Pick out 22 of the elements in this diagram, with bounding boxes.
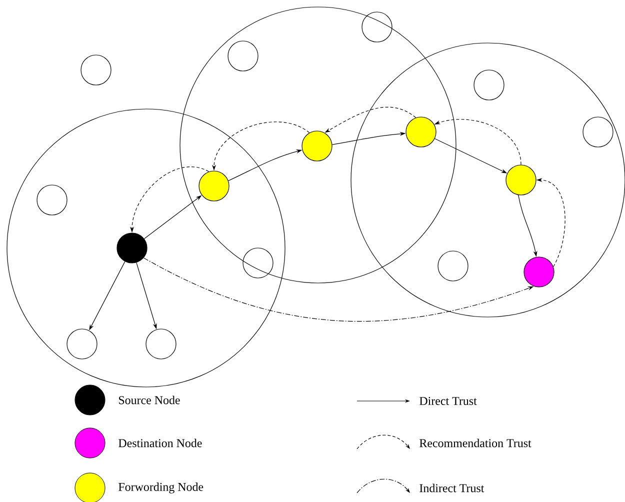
node-circle — [302, 130, 332, 162]
node-circle — [80, 54, 112, 86]
node-circle — [36, 184, 68, 216]
node-circle — [438, 250, 468, 282]
node-circle — [116, 232, 148, 264]
node-circle — [524, 256, 554, 288]
node-circle — [406, 116, 436, 148]
legend-label: Forwording Node — [118, 482, 204, 494]
node-circle — [582, 116, 614, 148]
legend-label: Indirect Trust — [420, 484, 484, 492]
node-circle — [474, 70, 504, 100]
node-circle — [66, 328, 98, 360]
node-circle — [242, 248, 274, 278]
legend-label: Recommendation Trust — [420, 438, 532, 448]
node-circle — [228, 40, 258, 72]
node-circle — [146, 328, 176, 360]
legend-label: Source Node — [119, 396, 180, 404]
legend-label: Direct Trust — [420, 396, 477, 405]
node-circle — [362, 12, 392, 42]
node-circle — [506, 164, 536, 196]
node-circle — [198, 170, 230, 202]
legend-label: Destination Node — [118, 438, 202, 448]
